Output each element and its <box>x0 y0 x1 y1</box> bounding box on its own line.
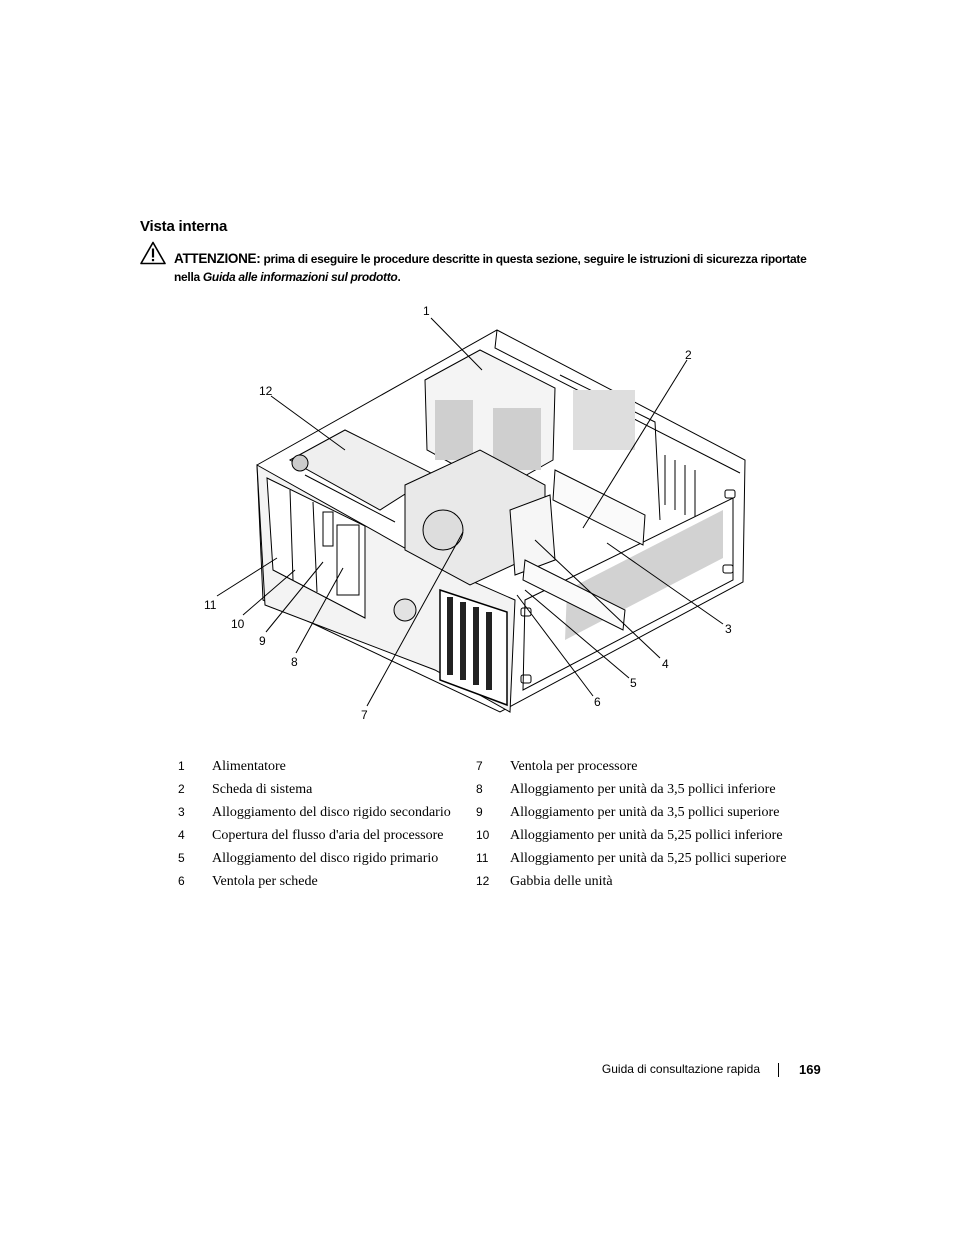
page-number: 169 <box>799 1062 821 1077</box>
legend-number: 3 <box>178 805 185 819</box>
legend-number: 9 <box>476 805 483 819</box>
legend-number: 12 <box>476 874 490 888</box>
section-title: Vista interna <box>140 218 228 235</box>
legend-number: 6 <box>178 874 185 888</box>
legend-number: 5 <box>178 851 185 865</box>
legend-label: Alloggiamento del disco rigido secondari… <box>212 805 451 820</box>
legend-number: 10 <box>476 828 490 842</box>
legend-label: Gabbia delle unità <box>510 874 613 889</box>
legend-row: 1 Alimentatore 7 Ventola per processore <box>176 758 796 781</box>
legend-label: Alloggiamento per unità da 5,25 pollici … <box>510 828 783 843</box>
callout-9: 9 <box>259 634 266 648</box>
legend-table: 1 Alimentatore 7 Ventola per processore … <box>176 758 796 896</box>
legend-number: 2 <box>178 782 185 796</box>
warning-doc-title: Guida alle informazioni sul prodotto <box>202 270 398 284</box>
legend-label: Alloggiamento per unità da 3,5 pollici s… <box>510 805 780 820</box>
legend-number: 11 <box>476 851 489 865</box>
legend-number: 4 <box>178 828 185 842</box>
legend-number: 8 <box>476 782 483 796</box>
computer-interior-illustration: 1 2 3 4 5 6 7 8 9 10 11 12 <box>195 300 765 730</box>
callout-5: 5 <box>630 676 637 690</box>
legend-label: Ventola per schede <box>212 874 318 889</box>
legend-row: 2 Scheda di sistema 8 Alloggiamento per … <box>176 781 796 804</box>
footer-divider <box>778 1063 779 1077</box>
callout-leader-lines <box>216 317 724 707</box>
callout-12: 12 <box>259 384 273 398</box>
legend-row: 5 Alloggiamento del disco rigido primari… <box>176 850 796 873</box>
legend-label: Alloggiamento per unità da 5,25 pollici … <box>510 851 787 866</box>
legend-label: Scheda di sistema <box>212 782 313 797</box>
legend-number: 1 <box>178 759 185 773</box>
legend-label: Alimentatore <box>212 759 286 774</box>
legend-row: 4 Copertura del flusso d'aria del proces… <box>176 827 796 850</box>
warning-triangle-icon <box>140 241 166 265</box>
callout-10: 10 <box>231 617 245 631</box>
legend-row: 6 Ventola per schede 12 Gabbia delle uni… <box>176 873 796 896</box>
legend-label: Ventola per processore <box>510 759 638 774</box>
legend-number: 7 <box>476 759 483 773</box>
callout-8: 8 <box>291 655 298 669</box>
legend-label: Alloggiamento del disco rigido primario <box>212 851 439 866</box>
computer-drawing <box>256 329 746 713</box>
legend-label: Copertura del flusso d'aria del processo… <box>212 828 444 843</box>
callout-7: 7 <box>361 708 368 722</box>
warning-label: ATTENZIONE: <box>174 251 261 266</box>
legend-row: 3 Alloggiamento del disco rigido seconda… <box>176 804 796 827</box>
callout-4: 4 <box>662 657 669 671</box>
callout-11: 11 <box>204 598 217 612</box>
callout-6: 6 <box>594 695 601 709</box>
warning-text: prima di eseguire le procedure descritte… <box>174 252 807 284</box>
callout-1: 1 <box>423 304 430 318</box>
legend-label: Alloggiamento per unità da 3,5 pollici i… <box>510 782 776 797</box>
warning-note: ATTENZIONE: prima di eseguire le procedu… <box>174 250 814 286</box>
footer-title: Guida di consultazione rapida <box>601 1062 760 1076</box>
callout-2: 2 <box>685 348 692 362</box>
warning-text-end: . <box>397 270 401 284</box>
callout-3: 3 <box>725 622 732 636</box>
